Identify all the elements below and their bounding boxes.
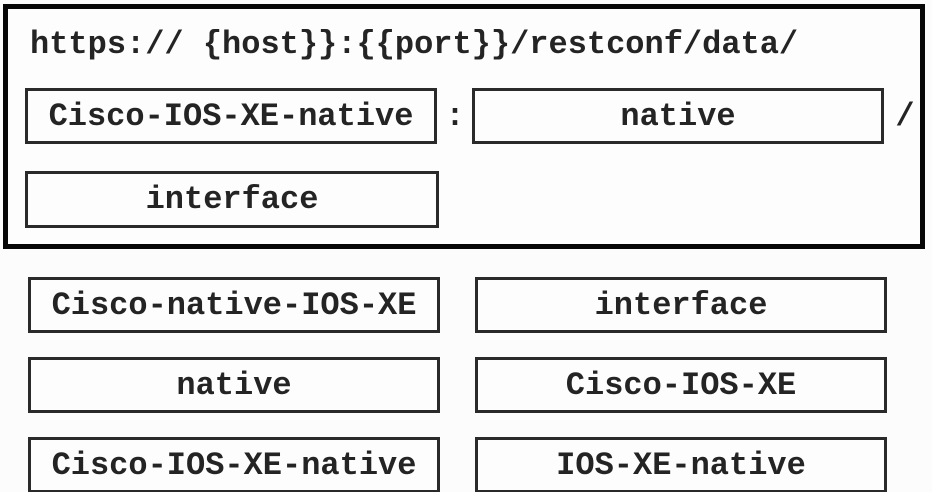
dropzone-yang-module[interactable]: Cisco-IOS-XE-native [25, 88, 437, 144]
option-label: IOS-XE-native [556, 446, 806, 484]
option-interface[interactable]: interface [475, 277, 887, 333]
option-native[interactable]: native [28, 357, 440, 413]
url-template-text: https:// {host}}:{{port}}/restconf/data/ [30, 26, 799, 63]
option-label: Cisco-native-IOS-XE [51, 286, 417, 324]
option-label: interface [594, 286, 768, 324]
option-label: Cisco-IOS-XE [565, 366, 797, 404]
url-builder-panel: https:// {host}}:{{port}}/restconf/data/… [3, 4, 925, 249]
option-cisco-ios-xe[interactable]: Cisco-IOS-XE [475, 357, 887, 413]
option-cisco-ios-xe-native[interactable]: Cisco-IOS-XE-native [28, 437, 440, 492]
dropzone-leaf-node-value: interface [145, 181, 319, 218]
option-cisco-native-ios-xe[interactable]: Cisco-native-IOS-XE [28, 277, 440, 333]
answer-options: Cisco-native-IOS-XE interface native Cis… [28, 277, 887, 492]
option-label: Cisco-IOS-XE-native [51, 446, 417, 484]
colon-separator: : [445, 97, 465, 135]
dropzone-yang-module-value: Cisco-IOS-XE-native [48, 97, 414, 135]
dropzone-leaf-node[interactable]: interface [25, 171, 439, 228]
option-label: native [176, 366, 292, 404]
dropzone-container-node-value: native [620, 97, 736, 135]
option-ios-xe-native[interactable]: IOS-XE-native [475, 437, 887, 492]
dropzone-container-node[interactable]: native [472, 88, 884, 144]
slash-separator: / [895, 97, 915, 135]
